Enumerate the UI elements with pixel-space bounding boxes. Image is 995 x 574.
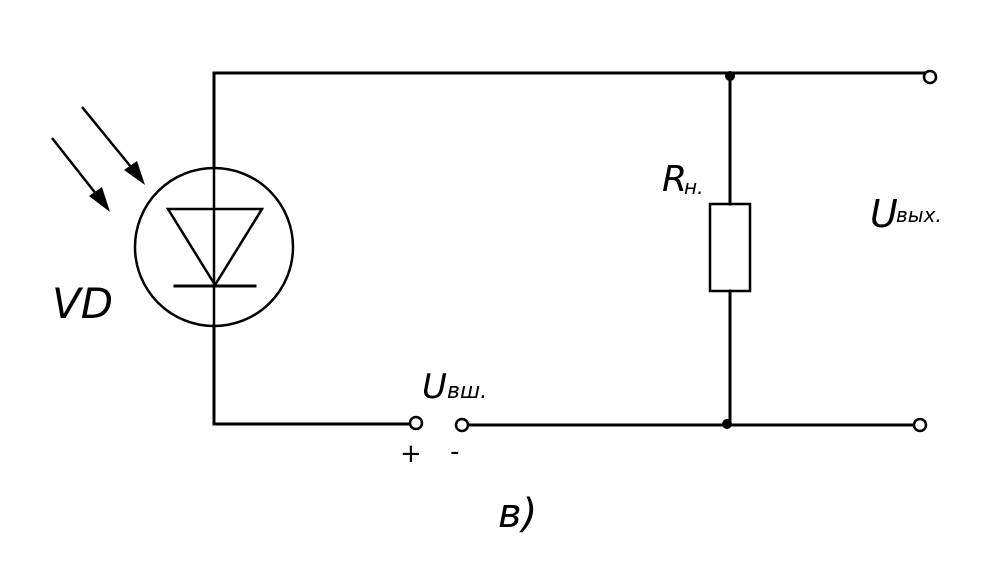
plus-sign: + (400, 439, 422, 469)
light-arrow-upper (81, 106, 145, 185)
junction-bottom (722, 419, 732, 429)
figure-caption: в) (498, 491, 537, 537)
input-terminal-plus (408, 415, 424, 431)
light-arrow-lower (51, 137, 110, 212)
resistor-body (708, 202, 752, 293)
input-voltage-label-sub: вш. (447, 379, 487, 404)
resistor-label: R (662, 159, 687, 200)
output-voltage-label: U (870, 192, 898, 236)
resistor-label-sub: н. (684, 175, 703, 199)
output-terminal-top (922, 69, 938, 85)
junction-top (725, 71, 735, 81)
input-terminal-minus (454, 417, 470, 433)
minus-sign: - (450, 437, 459, 467)
output-terminal-bottom (912, 417, 928, 433)
input-voltage-label: U (422, 367, 447, 407)
diode-label: VD (52, 279, 113, 328)
output-voltage-label-sub: вых. (896, 203, 942, 227)
